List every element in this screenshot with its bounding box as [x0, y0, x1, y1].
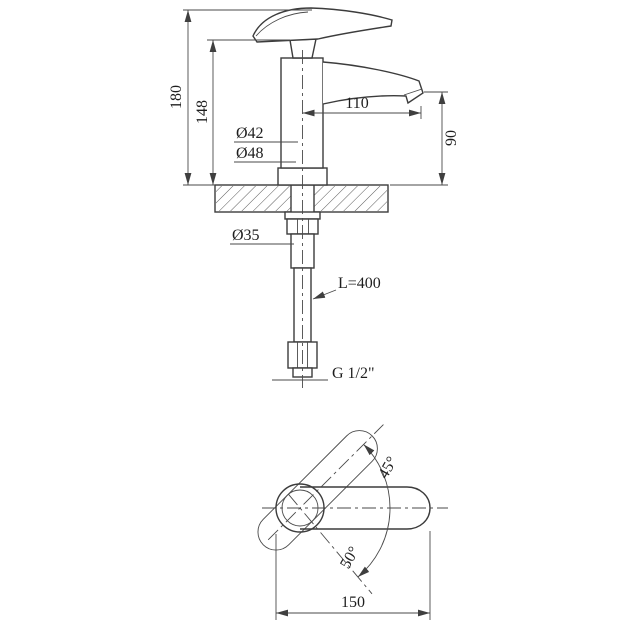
side-view: 180 148 110 90 Ø42 Ø48 Ø35 [168, 7, 460, 388]
dia-42-label: Ø42 [236, 125, 264, 142]
dimension-body-height: 148 [194, 39, 290, 185]
swing-arc [357, 444, 391, 578]
lever-contour-line [255, 11, 309, 37]
handle-lever [252, 7, 393, 43]
diameter-callouts: Ø42 Ø48 Ø35 [230, 125, 298, 245]
angle-50-label: 50° [337, 544, 363, 572]
centerline-50-group [288, 493, 373, 595]
dia-48-label: Ø48 [236, 145, 264, 162]
hose-length-label: L=400 [338, 275, 381, 292]
centerline-45 [267, 424, 384, 541]
hose-length-callout: L=400 [312, 275, 381, 300]
dimension-overall-length: 150 [275, 531, 431, 620]
cartridge-neck [289, 38, 317, 59]
dia-35-label: Ø35 [232, 227, 260, 244]
dim-150-label: 150 [341, 594, 365, 611]
thread-label: G 1/2" [332, 365, 375, 382]
centerline-45-group [267, 424, 384, 541]
aerator-line [403, 88, 423, 96]
deck-hatch-left [216, 186, 291, 211]
dim-90-label: 90 [443, 130, 460, 146]
dimension-overall-height: 180 [168, 9, 312, 186]
angle-45-label: 45° [375, 454, 401, 482]
plan-view: 45° 50° 150 [257, 424, 448, 620]
spout [322, 61, 424, 105]
centerline-50 [288, 493, 373, 595]
mounting-deck [214, 184, 389, 213]
dim-148-label: 148 [194, 100, 211, 124]
leader-line [312, 289, 337, 300]
dim-180-label: 180 [168, 85, 185, 109]
faucet [252, 7, 424, 186]
dim-110-label: 110 [345, 95, 368, 112]
deck-hatch-right [314, 186, 387, 211]
dimension-spout-reach: 110 [302, 95, 422, 119]
dimension-outlet-height: 90 [390, 91, 460, 186]
